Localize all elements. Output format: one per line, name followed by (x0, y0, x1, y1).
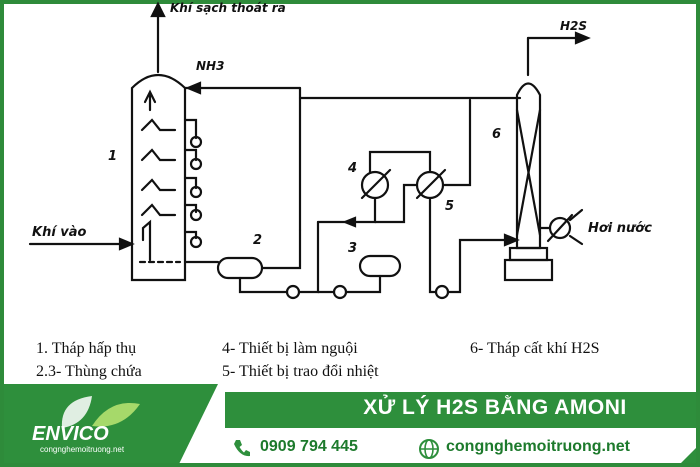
tower-number-1: 1 (108, 149, 117, 164)
logo-text: ENVICO (32, 423, 109, 445)
legend-item-4: 4- Thiết bị làm nguội (222, 340, 358, 357)
logo-subtext: congnghemoitruong.net (40, 445, 125, 454)
h2s-label: H2S (560, 19, 587, 33)
gas-inlet-label: Khí vào (32, 225, 87, 240)
exchanger-number-5: 5 (445, 199, 454, 214)
corner-accent (681, 448, 696, 463)
phone-number[interactable]: 0909 794 445 (260, 438, 358, 455)
globe-icon (419, 439, 439, 459)
banner-title: XỬ LÝ H2S BẰNG AMONI (363, 396, 627, 419)
column-number-6: 6 (492, 127, 501, 142)
clean-gas-label: Khí sạch thoát ra (170, 1, 286, 15)
title-band (225, 392, 696, 428)
stripping-column (515, 82, 542, 250)
leaf-icon (61, 396, 92, 428)
tank-number-2: 2 (253, 233, 262, 248)
legend-item-5: 5- Thiết bị trao đổi nhiệt (222, 363, 379, 380)
phone-icon (234, 440, 250, 457)
tank-number-3: 3 (348, 241, 357, 256)
steam-label: Hơi nước (588, 221, 652, 236)
cooler-number-4: 4 (347, 161, 357, 176)
absorption-tower (130, 74, 187, 282)
legend-item-6: 6- Tháp cất khí H2S (470, 340, 600, 357)
legend-item-2-3: 2.3- Thùng chứa (36, 363, 142, 380)
nh3-label: NH3 (196, 59, 224, 73)
envico-logo: ENVICO congnghemoitruong.net (32, 396, 140, 454)
website-link[interactable]: congnghemoitruong.net (446, 438, 630, 455)
legend-item-1: 1. Tháp hấp thụ (36, 340, 137, 357)
